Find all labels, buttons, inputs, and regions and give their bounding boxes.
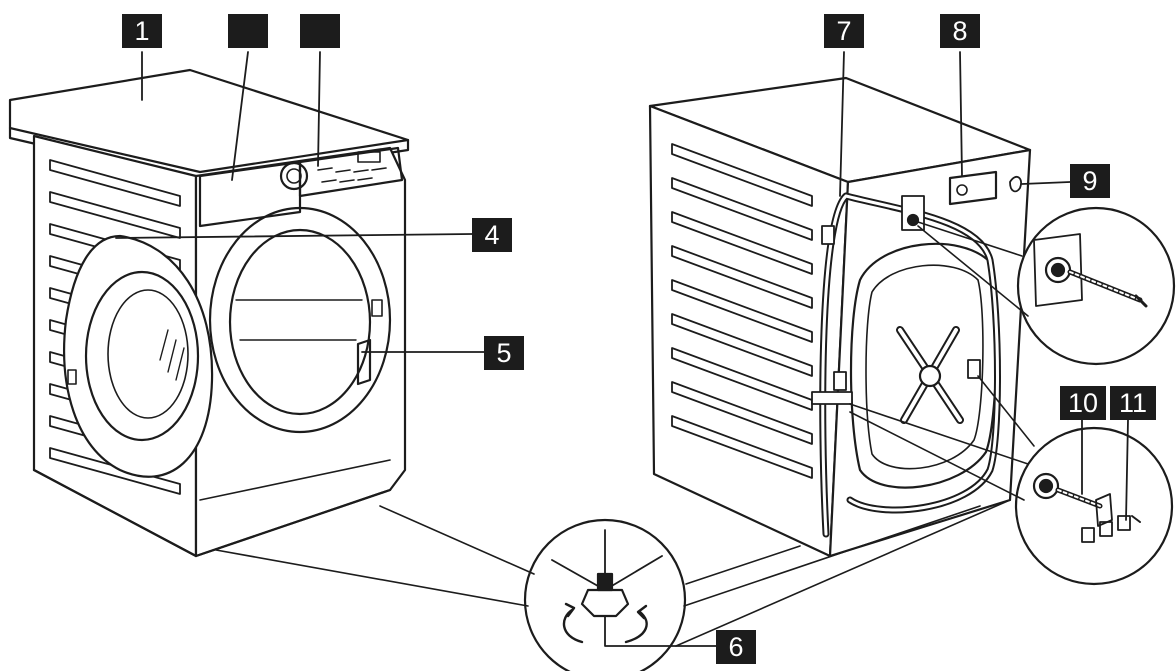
rotate-arrow-right (624, 610, 648, 644)
callout-label-10: 10 (1060, 386, 1106, 420)
door-handle (356, 338, 372, 386)
callout-label-6: 6 (716, 630, 756, 664)
callout-label-11: 11 (1110, 386, 1156, 420)
callout-label-7: 7 (824, 14, 864, 48)
program-knob (279, 161, 309, 191)
callout-label-1: 1 (122, 14, 162, 48)
rear-washing-machine (648, 76, 1032, 558)
rating-plate (948, 170, 998, 206)
open-door-frame (63, 234, 214, 478)
callout-label-3 (300, 14, 340, 48)
adjustable-foot-callout (215, 499, 1011, 671)
inlet-valve (1009, 175, 1022, 193)
door-seal-outer (208, 206, 392, 434)
adjustable-foot (580, 588, 630, 618)
back-service-cover (849, 242, 998, 489)
door-glass (84, 270, 200, 442)
callout-label-8: 8 (940, 14, 980, 48)
transit-bolt-callout-upper (917, 206, 1176, 366)
transit-bolt-callout-lower (849, 375, 1174, 586)
front-washing-machine (8, 68, 410, 558)
callout-label-9: 9 (1070, 164, 1110, 198)
front-top-cover (8, 68, 410, 174)
display-screen (357, 151, 381, 163)
detergent-drawer (198, 160, 302, 228)
drum-opening (228, 228, 372, 416)
rear-side-vent-slots (671, 143, 813, 479)
callout-label-2 (228, 14, 268, 48)
callout-label-4: 4 (472, 218, 512, 252)
callout-label-5: 5 (484, 336, 524, 370)
leader-lines (115, 51, 1129, 647)
